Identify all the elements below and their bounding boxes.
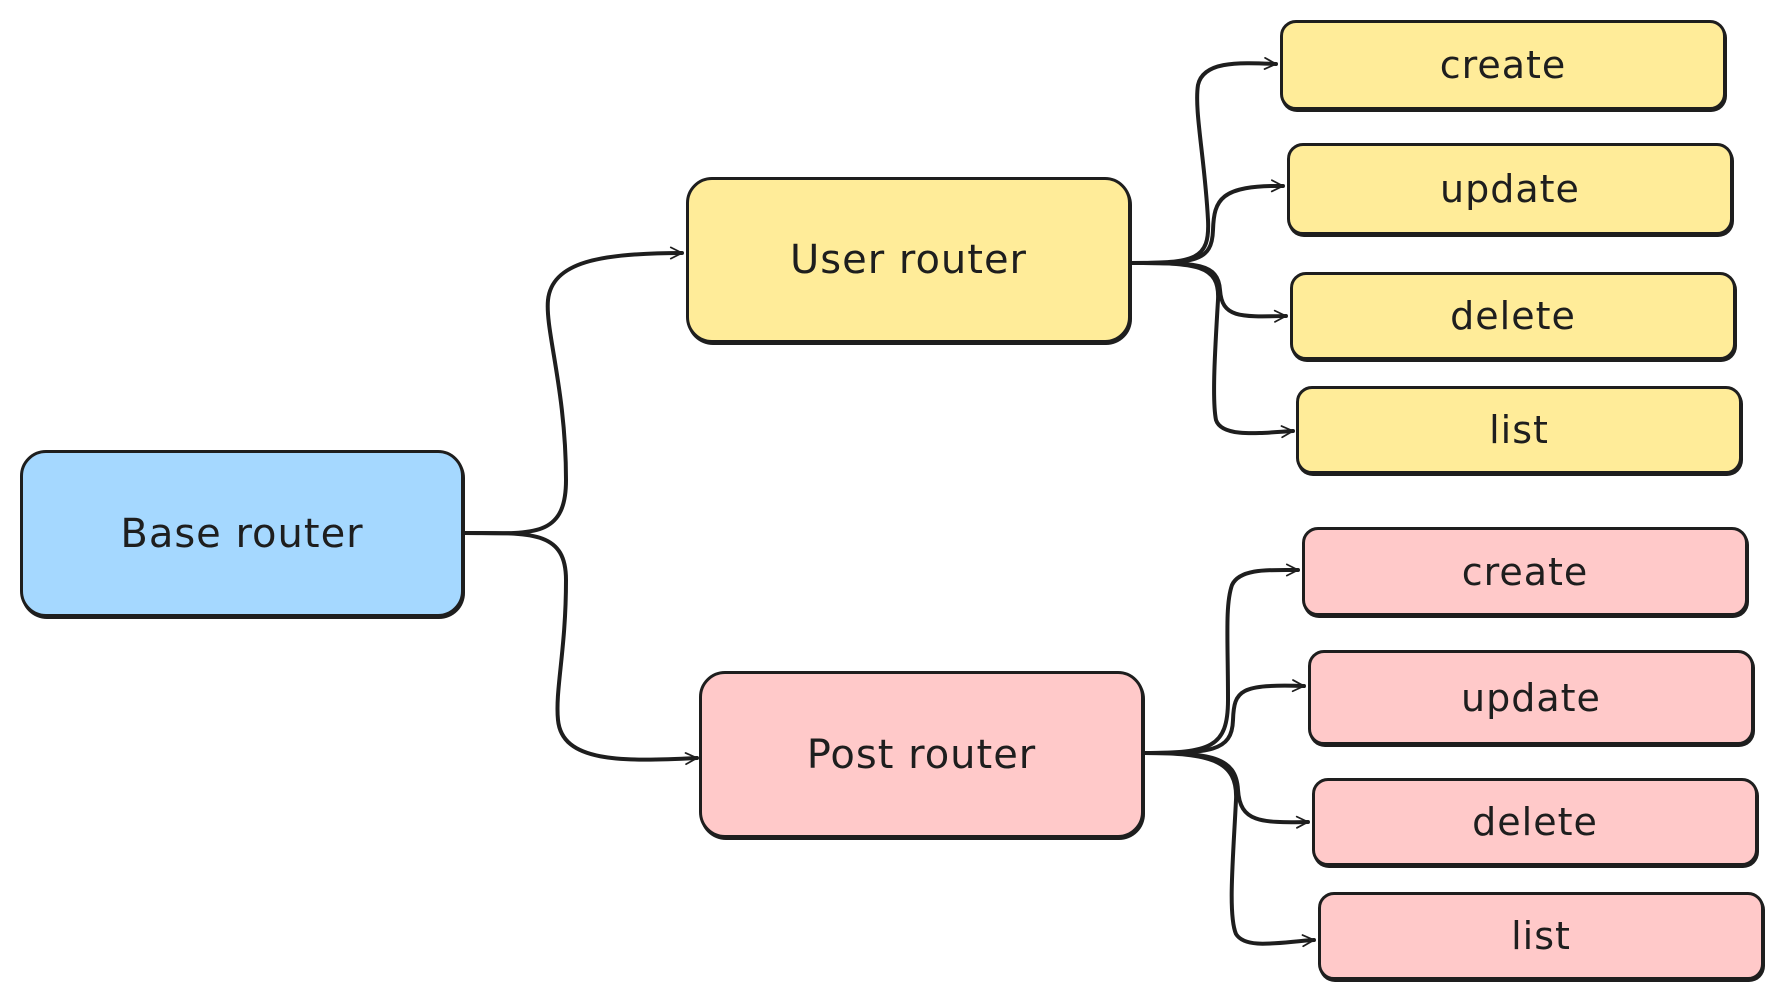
post-update-label: update: [1461, 675, 1601, 720]
edge-user-to-list: [1129, 261, 1295, 439]
post-create-node[interactable]: create: [1302, 527, 1748, 616]
base-router-node[interactable]: Base router: [20, 450, 464, 617]
edge-base-to-user: [462, 246, 684, 536]
edge-base-to-post: [462, 530, 699, 766]
user-create-node[interactable]: create: [1280, 20, 1726, 110]
edge-user-to-create: [1129, 56, 1278, 265]
user-delete-node[interactable]: delete: [1290, 272, 1736, 360]
edge-post-to-create: [1142, 563, 1300, 755]
post-list-label: list: [1511, 914, 1571, 958]
edge-post-to-delete: [1142, 751, 1310, 829]
post-list-node[interactable]: list: [1318, 892, 1764, 980]
user-update-node[interactable]: update: [1287, 143, 1733, 235]
user-list-label: list: [1489, 408, 1549, 452]
post-delete-node[interactable]: delete: [1312, 778, 1758, 866]
edge-post-to-list: [1142, 751, 1316, 948]
base-router-label: Base router: [120, 510, 364, 557]
post-update-node[interactable]: update: [1308, 650, 1754, 745]
user-update-label: update: [1440, 167, 1580, 211]
post-delete-label: delete: [1472, 800, 1598, 844]
edge-post-to-update: [1142, 679, 1306, 755]
post-router-label: Post router: [806, 731, 1037, 778]
user-list-node[interactable]: list: [1296, 386, 1742, 474]
user-router-label: User router: [789, 237, 1027, 283]
user-router-node[interactable]: User router: [686, 177, 1131, 343]
post-create-label: create: [1461, 549, 1589, 594]
user-delete-label: delete: [1450, 294, 1576, 338]
user-create-label: create: [1439, 43, 1567, 87]
post-router-node[interactable]: Post router: [699, 671, 1144, 838]
